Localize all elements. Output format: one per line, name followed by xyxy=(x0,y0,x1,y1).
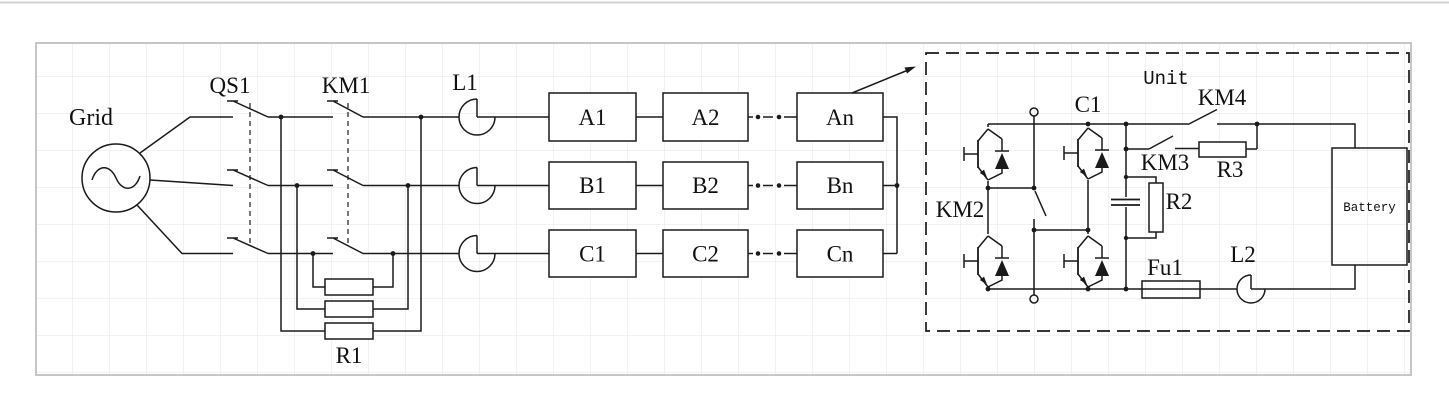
block-cn: Cn xyxy=(796,229,884,278)
unit-title: Unit xyxy=(1143,68,1189,90)
block-b1: B1 xyxy=(548,161,637,210)
battery-label: Battery xyxy=(1343,201,1396,215)
l2-coil xyxy=(1236,274,1266,304)
fu1-label: Fu1 xyxy=(1147,255,1183,280)
c1-label: C1 xyxy=(1075,92,1102,117)
ac-link-wires xyxy=(988,116,1088,295)
block-bn-label: Bn xyxy=(827,173,854,198)
km4-switch-blade xyxy=(1187,108,1218,126)
km1-pole-a xyxy=(327,100,364,118)
block-b2-label: B2 xyxy=(692,173,719,198)
cascade-blocks: A1 A2 An B1 B2 Bn C1 C2 Cn xyxy=(548,92,900,278)
l1-coil-a xyxy=(458,98,549,136)
block-c1-label: C1 xyxy=(579,242,606,267)
block-b1-label: B1 xyxy=(579,173,606,198)
block-an: An xyxy=(796,92,884,142)
km2-switch-blade xyxy=(1034,190,1047,217)
r2-label: R2 xyxy=(1166,189,1193,214)
block-c1: C1 xyxy=(548,229,637,278)
block-c2-label: C2 xyxy=(692,242,719,267)
precharge-branch-wires xyxy=(1125,124,1258,150)
block-bn: Bn xyxy=(796,161,884,210)
qs1-disconnector: QS1 xyxy=(210,73,269,255)
km2-label: KM2 xyxy=(936,197,985,222)
battery-box xyxy=(1331,147,1408,266)
ac-source-icon xyxy=(81,143,151,213)
block-a2-label: A2 xyxy=(691,105,719,130)
sine-wave-icon xyxy=(91,167,141,189)
grid-label: Grid xyxy=(69,105,113,131)
km1-contactor: KM1 xyxy=(322,73,371,255)
arrowhead-icon xyxy=(904,66,916,74)
unit-dashed-border xyxy=(925,52,1410,332)
l1-coil-c xyxy=(458,234,549,273)
block-an-label: An xyxy=(826,105,855,130)
block-b2: B2 xyxy=(662,161,749,210)
l1-inductors: L1 xyxy=(452,70,549,273)
r1-resistor-1 xyxy=(324,278,374,296)
r2-resistor xyxy=(1148,182,1164,233)
block-a2: A2 xyxy=(662,92,749,142)
unit-callout-arrow xyxy=(851,66,916,94)
r1-resistor-2 xyxy=(324,300,374,318)
qs1-pole-a xyxy=(227,100,269,118)
unit-detail: Unit KM2 KM4 KM3 R3 C1 R2 xyxy=(925,52,1410,332)
km1-label: KM1 xyxy=(322,73,371,98)
phase-wires xyxy=(136,116,459,255)
c1-capacitor-icon xyxy=(1111,198,1140,206)
qs1-pole-c xyxy=(227,237,269,255)
qs1-label: QS1 xyxy=(210,73,251,98)
block-a1: A1 xyxy=(548,92,637,142)
l2-to-battery-wire xyxy=(1265,265,1356,290)
r1-resistor-3 xyxy=(324,322,374,340)
block-cn-label: Cn xyxy=(827,242,854,267)
km3-label: KM3 xyxy=(1141,150,1190,175)
grid-source: Grid xyxy=(69,105,151,213)
l1-coil-b xyxy=(458,166,549,205)
km1-pole-c xyxy=(327,237,364,255)
block-c2: C2 xyxy=(662,229,749,278)
r1-precharge-resistors: R1 xyxy=(278,114,424,368)
block-a1-label: A1 xyxy=(578,105,606,130)
l1-label: L1 xyxy=(452,70,478,95)
fu1-fuse xyxy=(1141,280,1201,299)
l2-label: L2 xyxy=(1230,242,1256,267)
r2-branch-wires xyxy=(1126,176,1157,239)
r1-label: R1 xyxy=(336,343,363,368)
r3-resistor xyxy=(1198,141,1247,158)
r3-label: R3 xyxy=(1217,157,1244,182)
km4-label: KM4 xyxy=(1198,85,1247,110)
km3-switch-blade xyxy=(1148,135,1174,150)
